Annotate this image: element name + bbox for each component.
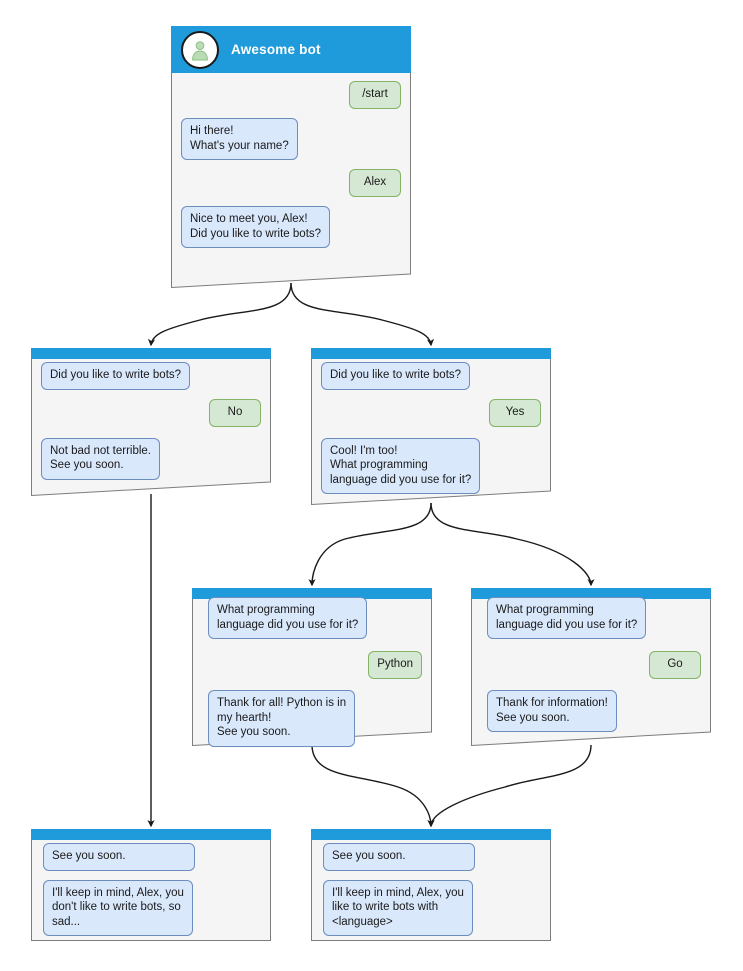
- message-row: I'll keep in mind, Alex, you like to wri…: [323, 879, 541, 936]
- bot-message-bubble[interactable]: Thank for all! Python is in my hearth! S…: [208, 690, 356, 747]
- bot-message-bubble[interactable]: What programming language did you use fo…: [487, 597, 647, 639]
- node-header: [471, 588, 711, 599]
- bot-message-bubble[interactable]: What programming language did you use fo…: [208, 597, 368, 639]
- chat-transcript: See you soon. I'll keep in mind, Alex, y…: [323, 843, 541, 945]
- node-header: [311, 829, 551, 840]
- node-answer-no[interactable]: Did you like to write bots? No Not bad n…: [31, 348, 271, 496]
- bot-message-bubble[interactable]: See you soon.: [43, 843, 195, 871]
- chat-transcript: What programming language did you use fo…: [487, 597, 701, 741]
- bot-message-bubble[interactable]: Cool! I'm too! What programming language…: [321, 437, 481, 494]
- message-row: No: [41, 398, 261, 427]
- node-header: [31, 829, 271, 840]
- bot-message-bubble[interactable]: I'll keep in mind, Alex, you like to wri…: [323, 879, 473, 936]
- message-row: Go: [487, 651, 701, 679]
- chat-transcript: What programming language did you use fo…: [208, 597, 422, 756]
- node-answer-yes[interactable]: Did you like to write bots? Yes Cool! I'…: [311, 348, 551, 505]
- node-answer-go[interactable]: What programming language did you use fo…: [471, 588, 711, 746]
- message-row: What programming language did you use fo…: [208, 597, 422, 639]
- node-ending-no-bots[interactable]: See you soon. I'll keep in mind, Alex, y…: [31, 829, 271, 941]
- node-awesome-bot-start[interactable]: Awesome bot /start Hi there! What's your…: [171, 26, 411, 288]
- edge-yes-to-python: [308, 502, 432, 587]
- bot-message-bubble[interactable]: Nice to meet you, Alex! Did you like to …: [181, 206, 331, 248]
- message-row: Python: [208, 651, 422, 679]
- user-message-bubble[interactable]: /start: [349, 81, 401, 109]
- message-row: See you soon.: [323, 843, 541, 871]
- edge-go-to-end: [427, 744, 592, 828]
- bot-message-bubble[interactable]: Hi there! What's your name?: [181, 118, 298, 160]
- user-message-bubble[interactable]: Go: [649, 651, 701, 679]
- edge-start-to-no: [147, 282, 292, 347]
- edge-python-to-end: [311, 744, 435, 828]
- message-row: Hi there! What's your name?: [181, 118, 401, 160]
- node-header: Awesome bot: [171, 26, 411, 73]
- message-row: Did you like to write bots?: [321, 362, 541, 390]
- bot-message-bubble[interactable]: Thank for information! See you soon.: [487, 690, 617, 732]
- user-message-bubble[interactable]: Alex: [349, 169, 401, 197]
- bot-message-bubble[interactable]: I'll keep in mind, Alex, you don't like …: [43, 879, 193, 936]
- node-answer-python[interactable]: What programming language did you use fo…: [192, 588, 432, 747]
- message-row: Not bad not terrible. See you soon.: [41, 437, 261, 480]
- chat-transcript: Did you like to write bots? No Not bad n…: [41, 362, 261, 489]
- message-row: Yes: [321, 398, 541, 427]
- user-message-bubble[interactable]: Python: [368, 651, 422, 679]
- user-message-bubble[interactable]: Yes: [489, 398, 541, 427]
- node-header: [311, 348, 551, 359]
- user-message-bubble[interactable]: No: [209, 398, 261, 427]
- message-row: Alex: [181, 169, 401, 197]
- node-ending-with-language[interactable]: See you soon. I'll keep in mind, Alex, y…: [311, 829, 551, 941]
- node-header: [192, 588, 432, 599]
- chat-transcript: /start Hi there! What's your name? Alex …: [181, 81, 401, 257]
- message-row: Thank for information! See you soon.: [487, 690, 701, 732]
- chat-transcript: See you soon. I'll keep in mind, Alex, y…: [43, 843, 261, 945]
- node-header: [31, 348, 271, 359]
- message-row: Thank for all! Python is in my hearth! S…: [208, 690, 422, 747]
- bot-name-label: Awesome bot: [231, 42, 321, 57]
- bot-message-bubble[interactable]: Not bad not terrible. See you soon.: [41, 437, 161, 480]
- chat-transcript: Did you like to write bots? Yes Cool! I'…: [321, 362, 541, 503]
- message-row: /start: [181, 81, 401, 109]
- bot-message-bubble[interactable]: Did you like to write bots?: [41, 362, 191, 390]
- message-row: What programming language did you use fo…: [487, 597, 701, 639]
- message-row: See you soon.: [43, 843, 261, 871]
- user-avatar-icon: [181, 30, 219, 69]
- edge-start-to-yes: [290, 282, 435, 347]
- edge-yes-to-go: [430, 502, 595, 587]
- message-row: Cool! I'm too! What programming language…: [321, 437, 541, 494]
- bot-message-bubble[interactable]: See you soon.: [323, 843, 475, 871]
- message-row: I'll keep in mind, Alex, you don't like …: [43, 879, 261, 936]
- bot-message-bubble[interactable]: Did you like to write bots?: [321, 362, 471, 390]
- message-row: Nice to meet you, Alex! Did you like to …: [181, 206, 401, 248]
- message-row: Did you like to write bots?: [41, 362, 261, 390]
